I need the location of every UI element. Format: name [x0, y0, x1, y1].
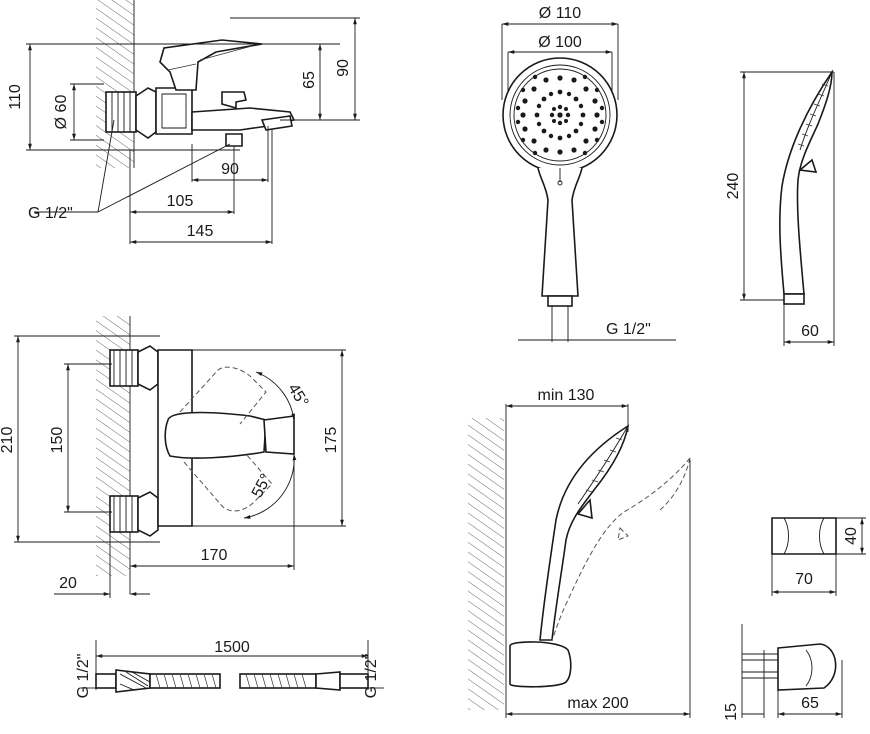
dim-105: 105: [167, 193, 194, 210]
nut: [105, 91, 137, 133]
dim-65: 65: [301, 71, 318, 89]
holder-block: [771, 517, 837, 555]
dim-240: 240: [725, 173, 742, 200]
hose-thread-right: G 1/2": [363, 654, 380, 699]
dim-max-200: max 200: [567, 695, 628, 712]
dim-d60: Ø 60: [53, 95, 70, 130]
wall-holder: [509, 641, 572, 688]
dim-15: 15: [723, 703, 740, 721]
shower-head-side: [740, 69, 835, 346]
dim-90-height: 90: [335, 59, 352, 77]
shower-handle: [537, 167, 583, 297]
dim-145: 145: [187, 223, 214, 240]
holder-installation: [468, 404, 691, 718]
angle-45: 45°: [284, 381, 311, 411]
dim-150: 150: [49, 427, 66, 454]
hose-segment-left: [149, 673, 221, 689]
hose-segment-right: [239, 673, 317, 689]
dim-20: 20: [59, 575, 77, 592]
dim-170: 170: [201, 547, 228, 564]
dim-70: 70: [795, 571, 813, 588]
holder-side-body: [777, 643, 837, 691]
nozzle-pattern: [515, 74, 605, 156]
dim-65: 65: [801, 695, 819, 712]
faucet-body: [155, 87, 193, 135]
shower-side-body: [779, 69, 833, 295]
faucet-front-view: [14, 316, 346, 598]
shower-connector: [547, 295, 573, 307]
holder-front-view: [771, 517, 866, 596]
wall-hatch-3: [468, 418, 504, 710]
holder-side-view: [741, 624, 843, 718]
hand-shower-upright: [539, 424, 630, 641]
angle-55: 55°: [249, 471, 275, 500]
dim-210: 210: [0, 427, 16, 454]
lever-front: [164, 411, 267, 459]
dim-110: 110: [7, 84, 24, 110]
hose-thread-left: G 1/2": [75, 654, 92, 699]
faucet-side-view: [26, 0, 360, 244]
dim-175: 175: [323, 427, 340, 454]
dim-d100: Ø 100: [538, 34, 582, 51]
dim-60: 60: [801, 323, 819, 340]
hose-length: 1500: [214, 639, 250, 656]
side-connector: [783, 293, 805, 305]
shower-head-front: [501, 22, 676, 342]
hose-nut-right: [339, 673, 369, 689]
dim-d110: Ø 110: [539, 5, 582, 22]
aerator: [225, 133, 243, 147]
dim-min-130: min 130: [538, 387, 595, 404]
hand-shower-tilted: [551, 457, 691, 641]
shower-hose: [80, 640, 384, 693]
dim-40: 40: [843, 527, 860, 545]
eccentric-bottom: [109, 495, 139, 533]
eccentric-top: [109, 349, 139, 387]
shower-thread-label: G 1/2": [606, 321, 651, 338]
thread-label-faucet: G 1/2": [28, 205, 73, 222]
hose-nut-left: [95, 673, 117, 689]
dim-90-width: 90: [221, 161, 239, 178]
